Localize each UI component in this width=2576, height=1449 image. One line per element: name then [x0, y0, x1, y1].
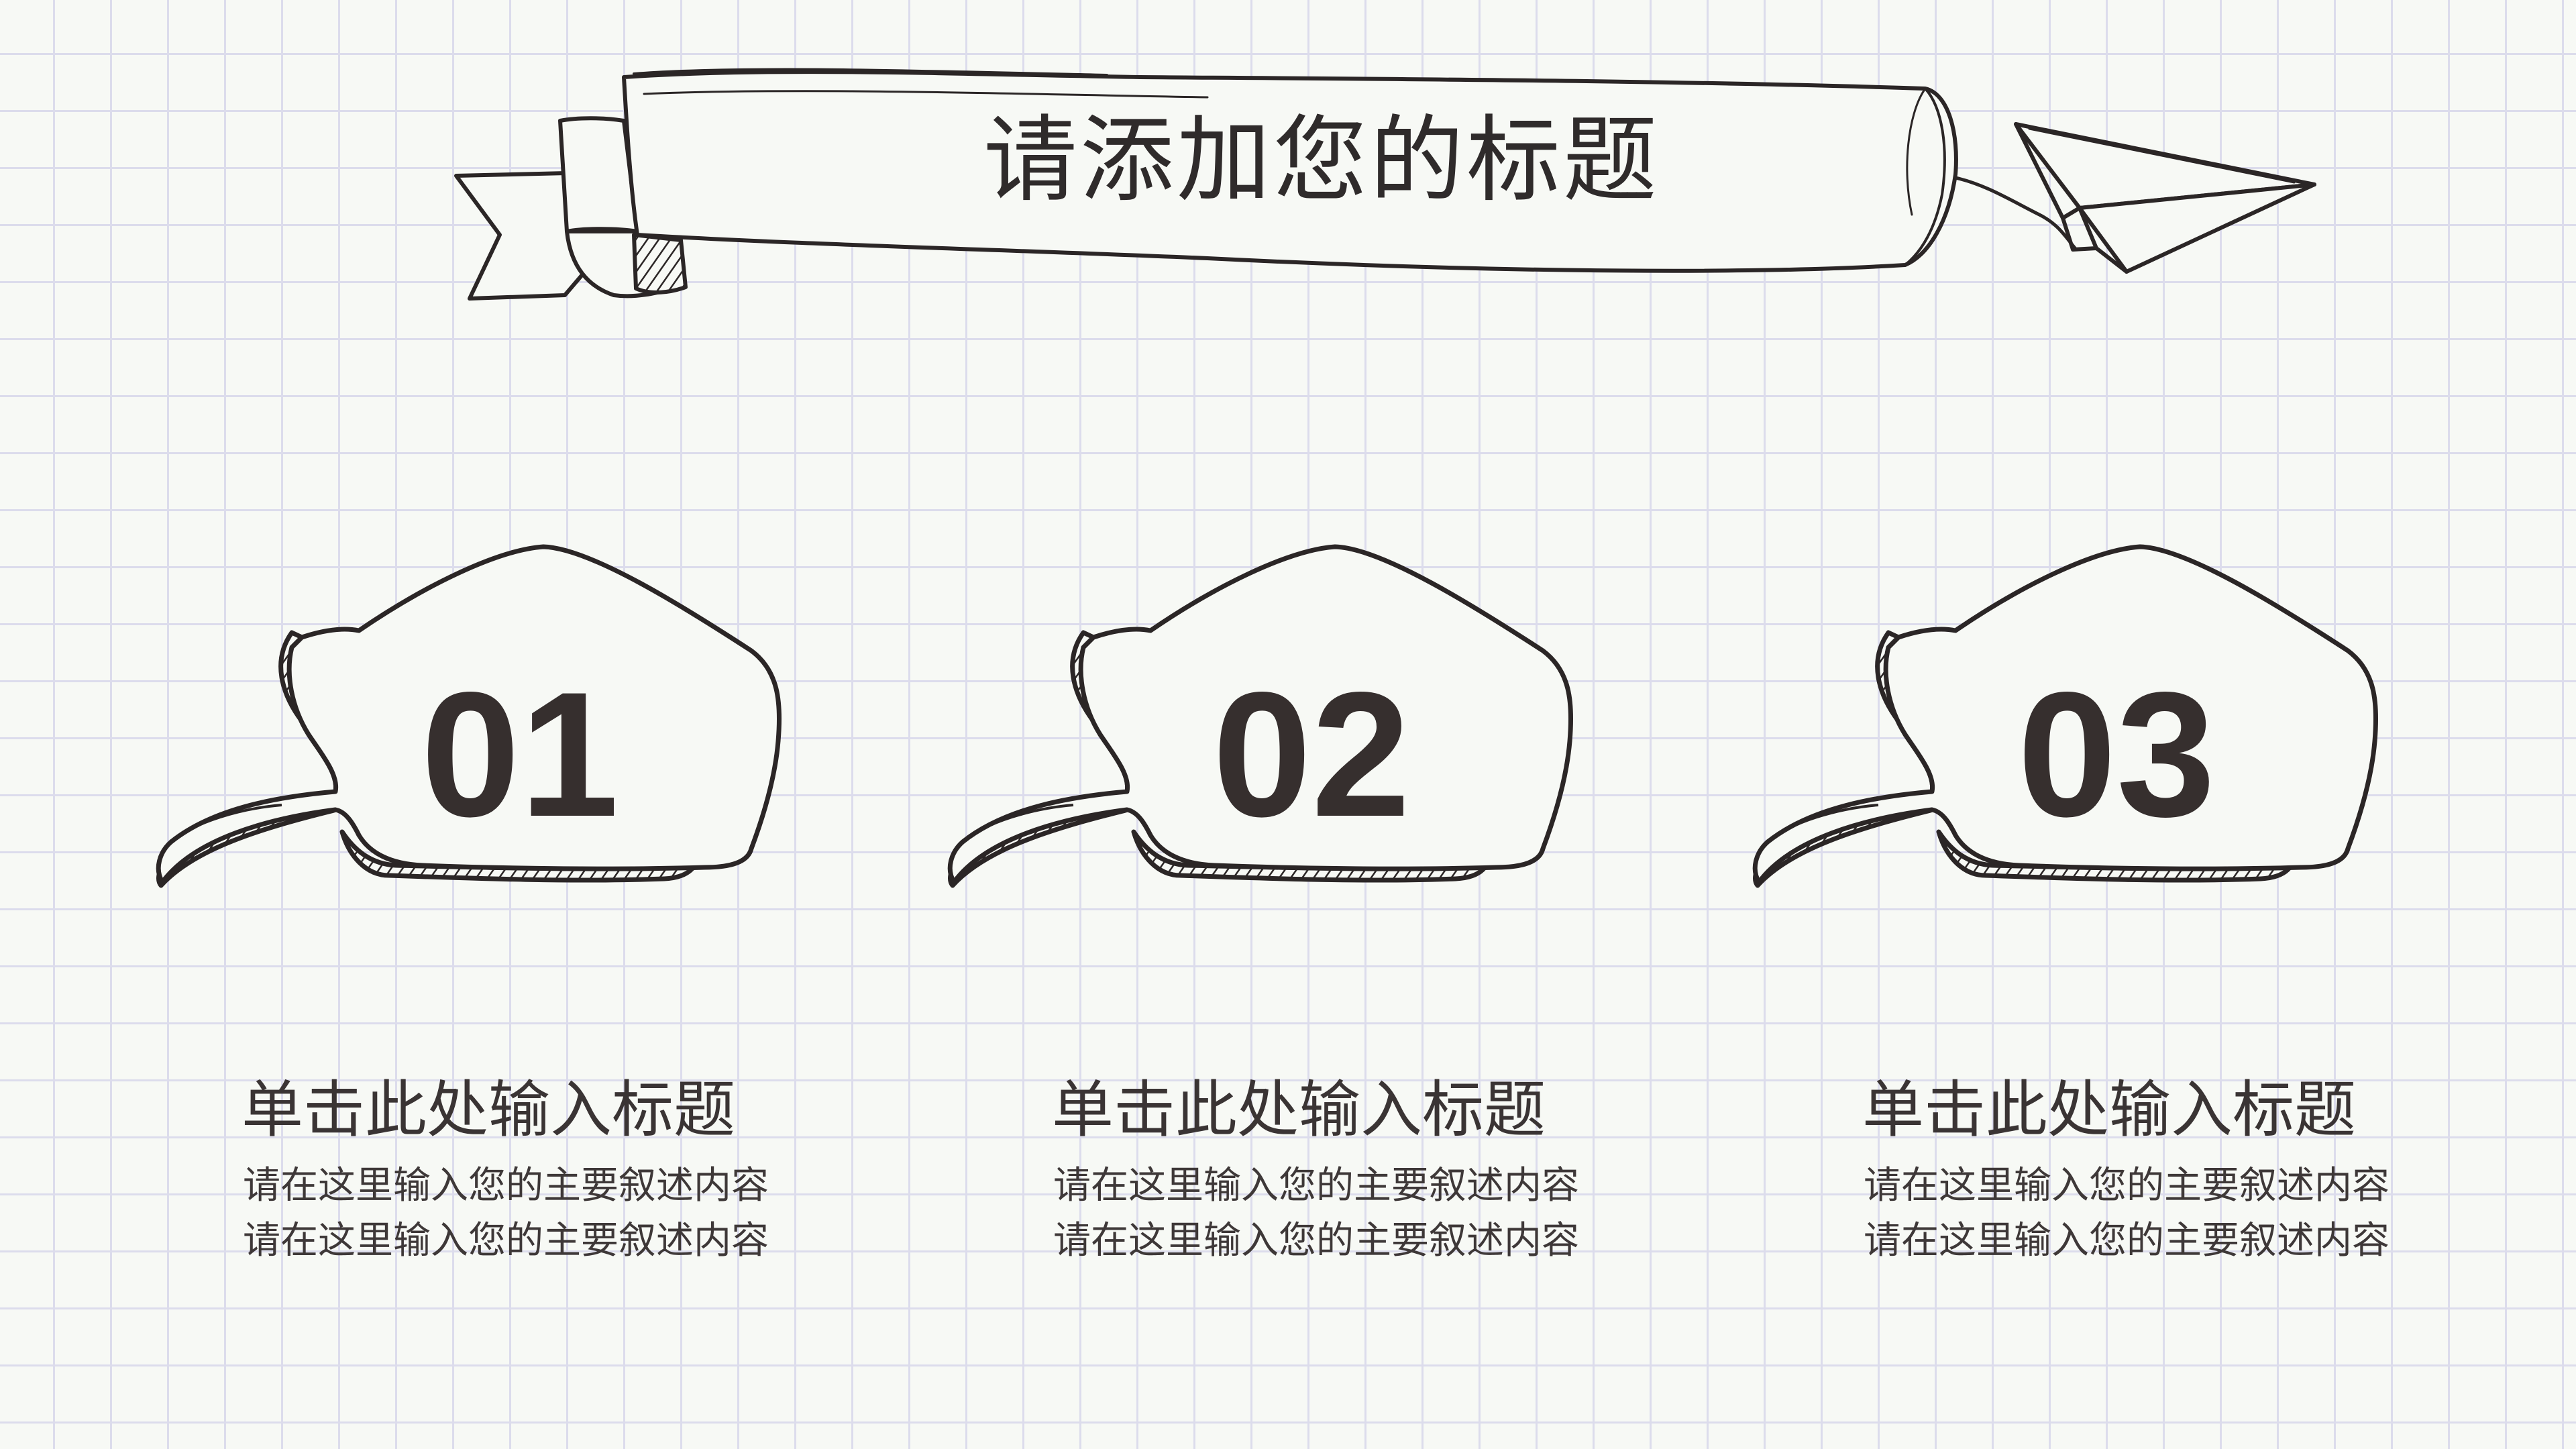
item-title[interactable]: 单击此处输入标题	[241, 1074, 736, 1146]
item-number[interactable]: 02	[1212, 655, 1411, 854]
slide-title[interactable]: 请添加您的标题	[983, 106, 1660, 215]
item-title[interactable]: 单击此处输入标题	[1052, 1074, 1546, 1146]
item-description-line[interactable]: 请在这里输入您的主要叙述内容	[243, 1219, 769, 1263]
item-title[interactable]: 单击此处输入标题	[1862, 1074, 2357, 1146]
item-description-line[interactable]: 请在这里输入您的主要叙述内容	[243, 1164, 769, 1208]
item-description-line[interactable]: 请在这里输入您的主要叙述内容	[1053, 1164, 1579, 1208]
item-description-line[interactable]: 请在这里输入您的主要叙述内容	[1053, 1219, 1579, 1263]
item-description-line[interactable]: 请在这里输入您的主要叙述内容	[1864, 1164, 2390, 1208]
item-description-line[interactable]: 请在这里输入您的主要叙述内容	[1864, 1219, 2390, 1263]
ribbon-banner	[454, 68, 2078, 301]
item-number[interactable]: 01	[421, 655, 619, 854]
item-number[interactable]: 03	[2017, 655, 2216, 854]
paper-plane-icon	[2014, 122, 2316, 274]
